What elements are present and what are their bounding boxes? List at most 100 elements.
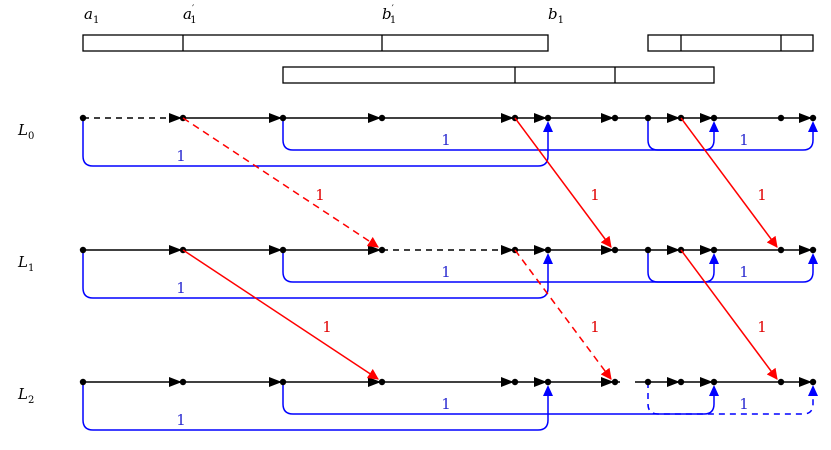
node [809, 246, 817, 254]
label-b1: b1 [548, 5, 564, 26]
level-label-2: L2 [17, 385, 34, 406]
black-arrowhead [799, 377, 812, 387]
node [809, 114, 817, 122]
weight-label-blue: 1 [176, 147, 186, 165]
label-b1-prime: b′1 [382, 4, 396, 26]
blue-arrowhead [808, 385, 818, 396]
node [611, 378, 619, 386]
interval-labels: a1 a′1 b′1 b1 [84, 4, 564, 26]
blue-arrowhead [808, 121, 818, 132]
blue-arrowhead [808, 253, 818, 264]
node [544, 378, 552, 386]
back-edge-blue [647, 382, 814, 415]
black-arrowhead [700, 377, 713, 387]
black-arrowhead [169, 113, 182, 123]
back-edge-blue [282, 250, 715, 283]
layers: 1 1 1 1 1 1 1 1 1 [79, 113, 818, 431]
black-arrowhead [534, 377, 547, 387]
blue-arrowhead [543, 385, 553, 396]
node [644, 246, 652, 254]
weight-label-blue: 1 [441, 263, 451, 281]
blue-arrowhead [709, 385, 719, 396]
back-edge-blue [82, 382, 549, 431]
black-arrowhead [501, 245, 514, 255]
black-arrowhead [799, 245, 812, 255]
black-arrowhead [269, 113, 282, 123]
interval-bar-top-right [647, 34, 814, 52]
node [644, 114, 652, 122]
weight-label-blue: 1 [739, 131, 749, 149]
node [644, 378, 652, 386]
weight-label-red: 1 [590, 318, 600, 336]
black-arrowhead [700, 113, 713, 123]
red-edge [680, 117, 778, 248]
red-edge [680, 249, 778, 380]
node [378, 246, 386, 254]
level-label-1: L1 [17, 253, 34, 274]
node [79, 114, 87, 122]
black-arrowhead [601, 113, 614, 123]
back-edge-blue [647, 250, 814, 283]
node [179, 378, 187, 386]
node [611, 114, 619, 122]
weight-label-blue: 1 [441, 395, 451, 413]
node [710, 114, 718, 122]
blue-arrowhead [709, 253, 719, 264]
weight-label-red: 1 [757, 186, 767, 204]
red-edge-dashed [182, 117, 379, 248]
interval-bar-middle [282, 66, 715, 84]
layer-1: 111 [79, 245, 818, 299]
node [279, 114, 287, 122]
black-arrowhead [368, 113, 381, 123]
weight-label-red: 1 [590, 186, 600, 204]
label-a1: a1 [84, 5, 99, 26]
node [611, 246, 619, 254]
back-edge-blue [647, 118, 814, 151]
black-arrowhead [667, 113, 680, 123]
node [777, 246, 785, 254]
black-arrowhead [799, 113, 812, 123]
red-edge-dashed [514, 249, 612, 380]
black-arrowhead [269, 377, 282, 387]
weight-label-blue: 1 [739, 263, 749, 281]
weight-label-blue: 1 [441, 131, 451, 149]
black-arrowhead [700, 245, 713, 255]
black-arrowhead [534, 245, 547, 255]
weight-label-blue: 1 [176, 411, 186, 429]
back-edge-blue [282, 382, 715, 415]
node [710, 378, 718, 386]
black-arrowhead [667, 245, 680, 255]
node [378, 378, 386, 386]
black-arrowhead [169, 377, 182, 387]
blue-arrowhead [709, 121, 719, 132]
node [777, 378, 785, 386]
interval-bars [82, 34, 814, 84]
node [710, 246, 718, 254]
blue-arrowhead [543, 253, 553, 264]
node [777, 114, 785, 122]
black-arrowhead [269, 245, 282, 255]
node [279, 246, 287, 254]
layer-0: 1 1 1 [79, 113, 818, 167]
black-arrowhead [501, 377, 514, 387]
weight-label-red: 1 [322, 318, 332, 336]
node [809, 378, 817, 386]
back-edge-blue [282, 118, 715, 151]
label-a1-prime: a′1 [183, 4, 197, 26]
red-edge [182, 249, 379, 380]
interval-bar-top-left [82, 34, 549, 52]
red-edge [514, 117, 612, 248]
black-arrowhead [667, 377, 680, 387]
back-edge-blue [82, 118, 549, 167]
weight-label-red: 1 [757, 318, 767, 336]
node [544, 246, 552, 254]
weight-label-red: 1 [315, 186, 325, 204]
node [677, 378, 685, 386]
node [378, 114, 386, 122]
back-edge-blue [82, 250, 549, 299]
red-edges: 1 1 1 1 1 1 [182, 117, 778, 380]
node [79, 378, 87, 386]
level-labels: L0 L1 L2 [17, 121, 34, 406]
node [79, 246, 87, 254]
